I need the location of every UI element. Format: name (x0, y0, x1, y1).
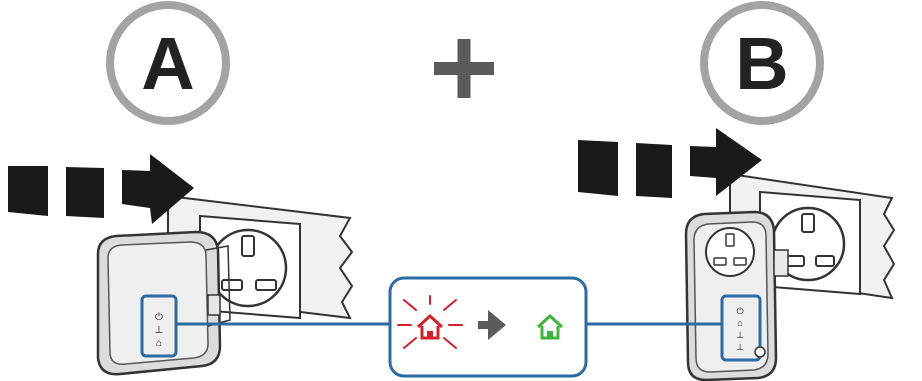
insert-arrow-right-icon (578, 128, 762, 198)
arrow-right-icon (478, 310, 506, 340)
plus-icon (434, 39, 494, 98)
pair-button (754, 346, 766, 358)
badge-a: A (106, 1, 230, 125)
powerline-led-icon: ⌂ (156, 338, 162, 349)
led-panel-left (140, 294, 178, 358)
badge-a-ring (106, 1, 230, 125)
powerline-led-icon-right: ⌂ (737, 318, 742, 328)
ethernet-led-icon: ⊥ (155, 325, 164, 336)
ethernet-led-2-icon: ⊥ (736, 342, 744, 352)
badge-b-label: B (735, 22, 788, 105)
badge-b-ring (700, 1, 824, 125)
home-solid-icon (536, 314, 564, 340)
badge-b: B (700, 1, 824, 125)
powerline-adapter-left: ⏻ ⊥ ⌂ (96, 230, 231, 376)
power-led-icon-right: ⏻ (736, 306, 743, 316)
led-panel-right (720, 294, 762, 362)
powerline-adapter-right: ⏻ ⌂ ⊥ ⊥ (684, 210, 789, 381)
ethernet-led-1-icon: ⊥ (736, 330, 744, 340)
status-callout (388, 276, 588, 378)
insert-arrow-left-icon (8, 154, 194, 224)
home-blinking-icon (397, 295, 463, 349)
badge-a-label: A (141, 22, 194, 105)
power-led-icon: ⏻ (155, 312, 163, 323)
